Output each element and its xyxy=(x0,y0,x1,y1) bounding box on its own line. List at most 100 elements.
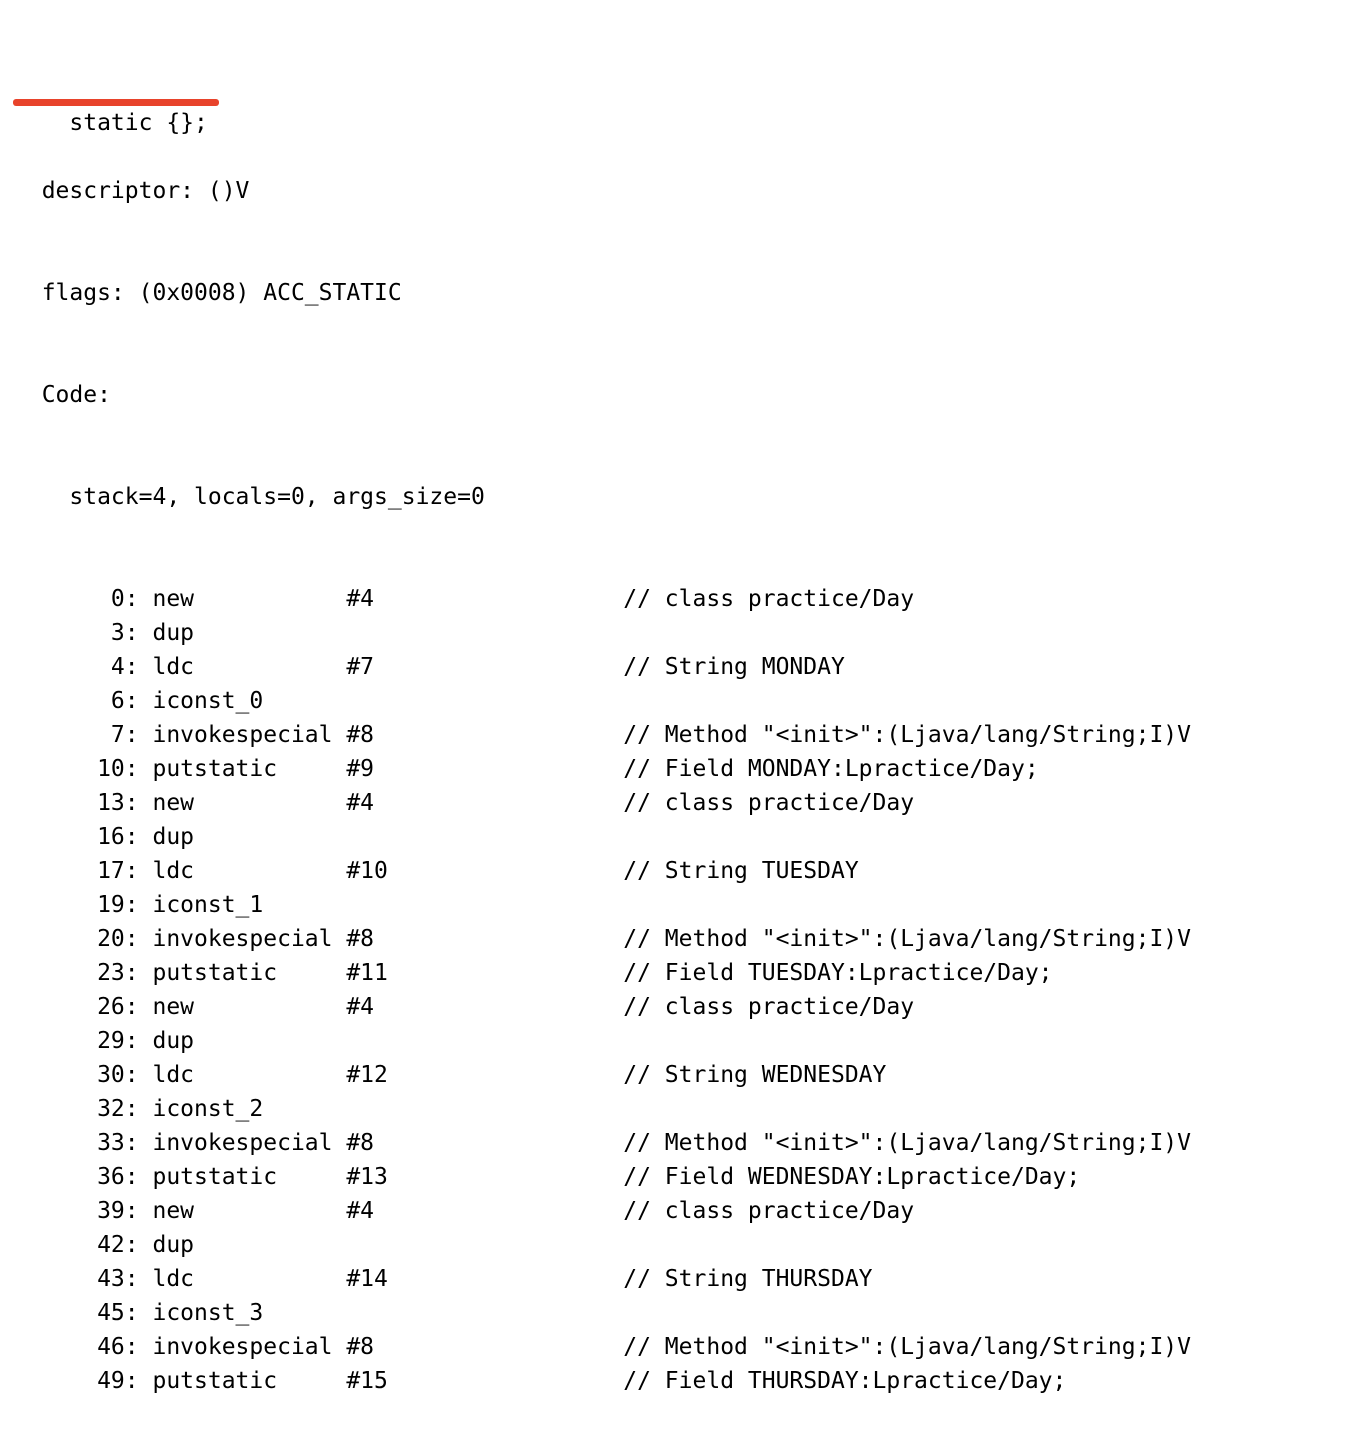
instruction-comment: // Field THURSDAY:Lpractice/Day; xyxy=(623,1368,1067,1394)
offset-separator: : xyxy=(124,1062,153,1088)
offset-separator: : xyxy=(124,1368,153,1394)
instruction-opcode: invokespecial xyxy=(152,926,333,952)
offset-separator: : xyxy=(124,824,153,850)
instruction-opcode: invokespecial xyxy=(152,1130,333,1156)
code-section-label: Code: xyxy=(14,382,111,408)
instruction-offset: 26 xyxy=(97,994,125,1020)
instruction-line: 30: ldc#12// String WEDNESDAY xyxy=(14,1058,1350,1092)
instruction-comment: // Field MONDAY:Lpractice/Day; xyxy=(623,756,1039,782)
instruction-operand: #4 xyxy=(346,790,375,816)
instruction-opcode: iconst_3 xyxy=(152,1300,264,1326)
instruction-operand: #8 xyxy=(346,1334,375,1360)
instruction-operand: #10 xyxy=(346,858,388,884)
instruction-opcode: putstatic xyxy=(152,1368,278,1394)
instruction-comment: // Field WEDNESDAY:Lpractice/Day; xyxy=(623,1164,1081,1190)
instruction-offset: 6 xyxy=(110,688,125,714)
instruction-offset: 4 xyxy=(110,654,125,680)
instruction-opcode: iconst_2 xyxy=(152,1096,264,1122)
instruction-offset: 32 xyxy=(97,1096,125,1122)
instruction-line: 19: iconst_1 xyxy=(14,888,1350,922)
instruction-line: 3: dup xyxy=(14,616,1350,650)
instruction-offset: 19 xyxy=(97,892,125,918)
instruction-offset: 42 xyxy=(97,1232,125,1258)
static-declaration-text: static {}; xyxy=(69,110,208,136)
instruction-comment: // class practice/Day xyxy=(623,586,915,612)
offset-separator: : xyxy=(124,960,153,986)
instruction-offset: 39 xyxy=(97,1198,125,1224)
offset-separator: : xyxy=(124,858,153,884)
instruction-operand: #11 xyxy=(346,960,388,986)
instruction-opcode: ldc xyxy=(152,1266,195,1292)
instruction-offset: 20 xyxy=(97,926,125,952)
instruction-line: 10: putstatic#9// Field MONDAY:Lpractice… xyxy=(14,752,1350,786)
instruction-offset: 16 xyxy=(97,824,125,850)
instruction-opcode: putstatic xyxy=(152,756,278,782)
instruction-comment: // String WEDNESDAY xyxy=(623,1062,887,1088)
instruction-offset: 36 xyxy=(97,1164,125,1190)
instruction-opcode: ldc xyxy=(152,858,195,884)
red-underline-annotation xyxy=(13,99,219,106)
instruction-comment: // Method "<init>":(Ljava/lang/String;I)… xyxy=(623,722,1191,748)
instruction-line: 36: putstatic #13 // Field WEDNESDAY:Lprac… xyxy=(14,1160,1350,1194)
instruction-opcode: dup xyxy=(152,1028,195,1054)
instruction-line: 43: ldc#14// String THURSDAY xyxy=(14,1262,1350,1296)
instruction-opcode: putstatic xyxy=(152,960,278,986)
offset-separator: : xyxy=(124,1096,153,1122)
instruction-comment: // Method "<init>":(Ljava/lang/String;I)… xyxy=(623,926,1191,952)
instruction-line: 7: invokespecial#8// Method "<init>":(Lj… xyxy=(14,718,1350,752)
instruction-comment: // class practice/Day xyxy=(623,790,915,816)
offset-separator: : xyxy=(124,926,153,952)
offset-separator: : xyxy=(124,756,153,782)
instruction-operand: #4 xyxy=(346,994,375,1020)
instruction-offset: 17 xyxy=(97,858,125,884)
instruction-operand: #8 xyxy=(346,926,375,952)
instruction-operand: #8 xyxy=(346,1130,375,1156)
instruction-line: 0: new#4// class practice/Day xyxy=(14,582,1350,616)
instruction-comment: // String TUESDAY xyxy=(623,858,859,884)
instruction-line: 39: new#4// class practice/Day xyxy=(14,1194,1350,1228)
instruction-line: 17: ldc #10 // String TUESDAY xyxy=(14,854,1350,888)
stack-frame-info: stack=4, locals=0, args_size=0 xyxy=(14,484,485,510)
instruction-line: 42: dup xyxy=(14,1228,1350,1262)
instruction-line: 4: ldc#7// String MONDAY xyxy=(14,650,1350,684)
offset-separator: : xyxy=(124,1164,153,1190)
static-initializer-header: static {}; xyxy=(13,72,1350,136)
offset-separator: : xyxy=(124,994,153,1020)
instruction-line: 45: iconst_3 xyxy=(14,1296,1350,1330)
instruction-line: 26: new#4// class practice/Day xyxy=(14,990,1350,1024)
instruction-opcode: iconst_0 xyxy=(152,688,264,714)
instruction-opcode: ldc xyxy=(152,654,195,680)
instruction-opcode: new xyxy=(152,1198,195,1224)
instruction-offset: 29 xyxy=(97,1028,125,1054)
instruction-operand: #4 xyxy=(346,586,375,612)
instruction-opcode: iconst_1 xyxy=(152,892,264,918)
instruction-line: 13: new#4// class practice/Day xyxy=(14,786,1350,820)
instruction-line: 49: putstatic#15// Field THURSDAY:Lpract… xyxy=(14,1364,1350,1398)
instruction-comment: // Method "<init>":(Ljava/lang/String;I)… xyxy=(623,1334,1191,1360)
instruction-operand: #13 xyxy=(346,1164,388,1190)
instruction-opcode: new xyxy=(152,586,195,612)
instruction-line: 33: invokespecial#8// Method "<init>":(L… xyxy=(14,1126,1350,1160)
instruction-offset: 30 xyxy=(97,1062,125,1088)
instruction-offset: 45 xyxy=(97,1300,125,1326)
instruction-line: 46: invokespecial#8// Method "<init>":(L… xyxy=(14,1330,1350,1364)
instruction-operand: #14 xyxy=(346,1266,388,1292)
instruction-comment: // String THURSDAY xyxy=(623,1266,873,1292)
instruction-opcode: putstatic xyxy=(152,1164,278,1190)
offset-separator: : xyxy=(124,586,153,612)
instruction-comment: // String MONDAY xyxy=(623,654,845,680)
instruction-line: 29: dup xyxy=(14,1024,1350,1058)
instruction-offset: 3 xyxy=(110,620,125,646)
instruction-line: 6: iconst_0 xyxy=(14,684,1350,718)
flags-line: flags: (0x0008) ACC_STATIC xyxy=(14,280,402,306)
instruction-opcode: invokespecial xyxy=(152,722,333,748)
instruction-operand: #8 xyxy=(346,722,375,748)
instruction-operand: #7 xyxy=(346,654,375,680)
offset-separator: : xyxy=(124,1334,153,1360)
descriptor-line: descriptor: ()V xyxy=(14,178,250,204)
offset-separator: : xyxy=(124,892,153,918)
instruction-operand: #15 xyxy=(346,1368,388,1394)
instruction-comment: // class practice/Day xyxy=(623,994,915,1020)
instruction-opcode: new xyxy=(152,790,195,816)
instruction-operand: #4 xyxy=(346,1198,375,1224)
